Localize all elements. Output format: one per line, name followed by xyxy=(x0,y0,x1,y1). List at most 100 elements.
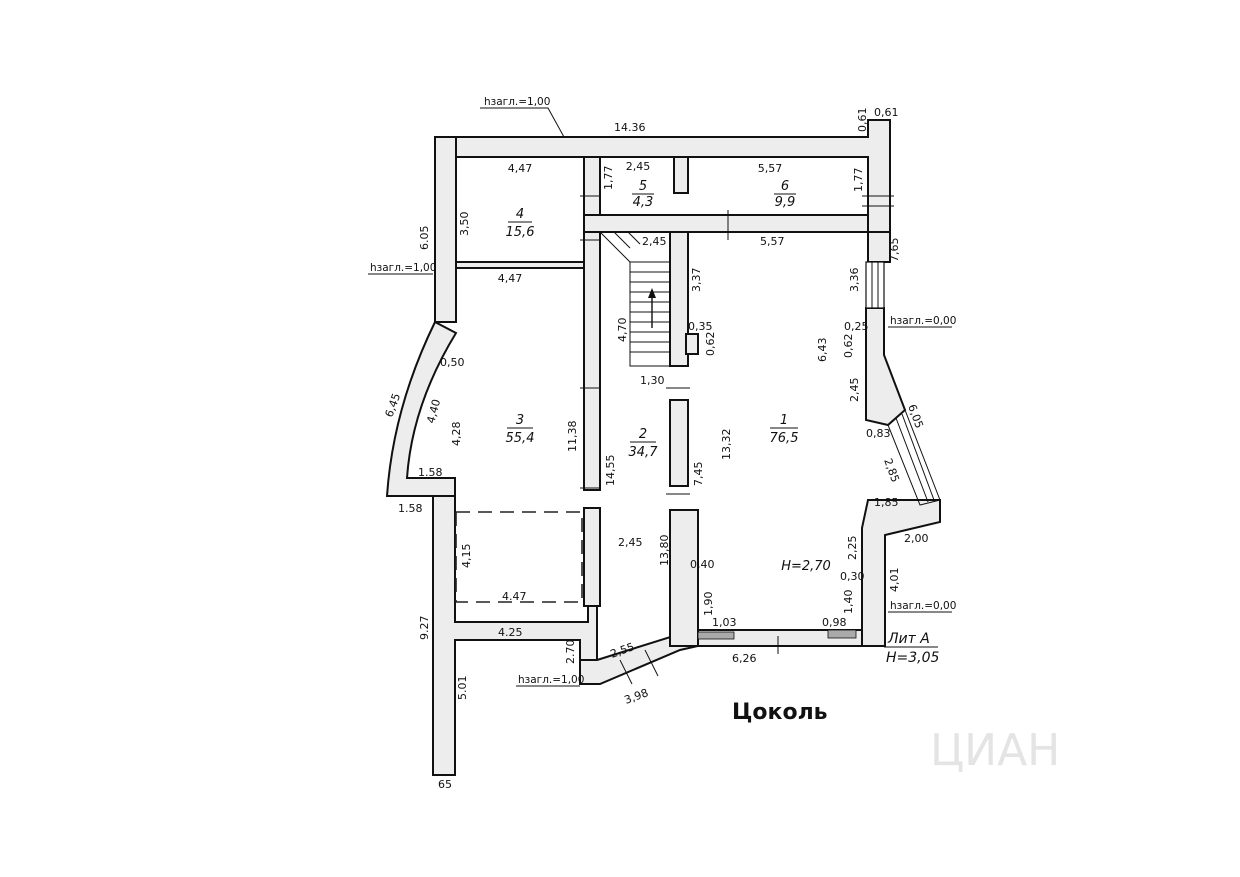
svg-text:0,61: 0,61 xyxy=(874,106,899,119)
svg-text:5,57: 5,57 xyxy=(758,162,783,175)
windows xyxy=(580,195,941,685)
svg-text:0,62: 0,62 xyxy=(842,334,855,359)
svg-text:3,98: 3,98 xyxy=(623,686,650,707)
svg-text:0,25: 0,25 xyxy=(844,320,869,333)
svg-text:11,38: 11,38 xyxy=(566,421,579,453)
svg-text:0,61: 0,61 xyxy=(856,108,869,133)
svg-text:1: 1 xyxy=(780,413,788,428)
level-left: hзагл.=1,00 xyxy=(370,262,436,274)
wall-r4-r5 xyxy=(583,156,601,218)
room-label-4: 4 15,6 xyxy=(506,207,535,240)
svg-text:4,40: 4,40 xyxy=(424,398,443,425)
svg-text:9.27: 9.27 xyxy=(418,616,431,641)
svg-text:6: 6 xyxy=(781,179,789,194)
svg-text:7,65: 7,65 xyxy=(888,238,901,263)
room-label-5: 5 4,3 xyxy=(632,179,654,210)
floor-title: Цоколь xyxy=(732,700,828,725)
svg-text:13,32: 13,32 xyxy=(720,429,733,461)
svg-text:1.58: 1.58 xyxy=(398,502,423,515)
room-label-1: 1 76,5 xyxy=(770,413,799,446)
svg-text:1,77: 1,77 xyxy=(852,168,865,193)
svg-text:1,90: 1,90 xyxy=(702,592,715,617)
svg-text:1,30: 1,30 xyxy=(640,374,665,387)
level-right-lower: hзагл.=0,00 xyxy=(890,600,956,612)
wall-r3-r2-lower xyxy=(583,507,601,607)
svg-text:4.25: 4.25 xyxy=(498,626,523,639)
svg-text:15,6: 15,6 xyxy=(506,225,535,240)
room-label-6: 6 9,9 xyxy=(774,179,796,210)
svg-text:2,00: 2,00 xyxy=(904,532,929,545)
svg-text:6,05: 6,05 xyxy=(905,403,926,430)
wall-r4-r3 xyxy=(455,261,585,269)
room-label-3: 3 55,4 xyxy=(506,413,535,446)
svg-text:6,43: 6,43 xyxy=(816,338,829,363)
svg-text:6,26: 6,26 xyxy=(732,652,757,665)
svg-text:2,25: 2,25 xyxy=(846,536,859,561)
svg-text:2,45: 2,45 xyxy=(626,160,651,173)
svg-text:1,85: 1,85 xyxy=(874,496,899,509)
svg-text:2,85: 2,85 xyxy=(881,457,902,484)
svg-text:14.36: 14.36 xyxy=(614,121,646,134)
svg-text:13,80: 13,80 xyxy=(658,535,671,567)
svg-text:1.58: 1.58 xyxy=(418,466,443,479)
svg-text:5,57: 5,57 xyxy=(760,235,785,248)
svg-text:4,47: 4,47 xyxy=(508,162,533,175)
svg-text:4: 4 xyxy=(516,207,524,222)
wall-step xyxy=(685,333,699,355)
svg-text:1,03: 1,03 xyxy=(712,616,737,629)
svg-text:4,3: 4,3 xyxy=(633,195,654,210)
wall-r3-r2-upper xyxy=(583,231,601,491)
svg-text:4,15: 4,15 xyxy=(460,544,473,569)
svg-text:1,40: 1,40 xyxy=(842,590,855,615)
svg-text:0,83: 0,83 xyxy=(866,427,891,440)
wall-left-upper xyxy=(434,136,457,323)
svg-text:65: 65 xyxy=(438,778,452,791)
svg-text:2.70: 2.70 xyxy=(564,640,577,665)
svg-text:6.05: 6.05 xyxy=(418,226,431,251)
inner-walls xyxy=(455,156,869,647)
svg-text:4,28: 4,28 xyxy=(450,422,463,447)
stair-outline xyxy=(629,261,671,367)
level-marks: hзагл.=1,00 hзагл.=1,00 hзагл.=0,00 hзаг… xyxy=(370,96,956,686)
svg-text:0,30: 0,30 xyxy=(840,570,865,583)
svg-text:3,50: 3,50 xyxy=(458,212,471,237)
svg-text:2,45: 2,45 xyxy=(848,378,861,403)
svg-text:4,70: 4,70 xyxy=(616,318,629,343)
wall-right-bay xyxy=(861,499,941,647)
wall-bay xyxy=(385,320,458,497)
wall-corridor-top xyxy=(583,214,869,233)
svg-text:0,40: 0,40 xyxy=(690,558,715,571)
svg-text:2,45: 2,45 xyxy=(618,536,643,549)
wall-r2-r1-mid xyxy=(669,399,689,487)
ceiling-height: H=2,70 xyxy=(781,559,831,574)
svg-text:5: 5 xyxy=(639,179,647,194)
svg-text:7,45: 7,45 xyxy=(692,462,705,487)
garage-outline xyxy=(455,511,583,603)
level-bottom: hзагл.=1,00 xyxy=(518,674,584,686)
room-label-2: 2 34,7 xyxy=(629,427,659,460)
svg-text:55,4: 55,4 xyxy=(506,431,535,446)
dimension-labels: 14.36 0,61 0,61 4,47 2,45 5,57 1,77 1,77… xyxy=(383,106,929,791)
svg-text:4.47: 4.47 xyxy=(502,590,527,603)
svg-text:4,01: 4,01 xyxy=(888,568,901,593)
wall-r5-r6 xyxy=(673,156,689,194)
svg-text:3,36: 3,36 xyxy=(848,268,861,293)
svg-text:2: 2 xyxy=(639,427,647,442)
svg-text:34,7: 34,7 xyxy=(629,445,659,460)
level-top: hзагл.=1,00 xyxy=(484,96,550,108)
svg-text:3: 3 xyxy=(516,413,524,428)
outer-walls xyxy=(385,119,941,776)
svg-text:5.01: 5.01 xyxy=(456,676,469,701)
wall-r2-r1-lower xyxy=(669,509,699,647)
svg-text:0,35: 0,35 xyxy=(688,320,713,333)
svg-text:2,45: 2,45 xyxy=(642,235,667,248)
svg-text:1,77: 1,77 xyxy=(602,166,615,191)
svg-text:0,50: 0,50 xyxy=(440,356,465,369)
svg-text:0,62: 0,62 xyxy=(704,332,717,357)
watermark-text: ЦИАН xyxy=(930,725,1060,776)
wall-right-upper xyxy=(867,231,891,263)
lit-name: Лит А xyxy=(887,631,930,647)
staircase xyxy=(599,231,671,367)
room-labels: 4 15,6 5 4,3 6 9,9 3 55,4 2 34,7 1 76,5 xyxy=(506,179,831,574)
lit-block: Лит А H=3,05 xyxy=(884,631,940,666)
